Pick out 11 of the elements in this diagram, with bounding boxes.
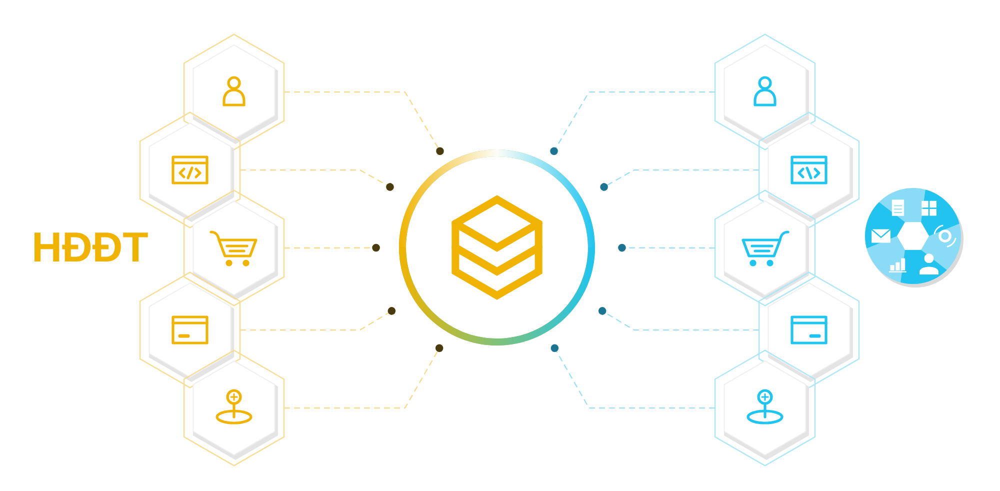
dashed-connector — [550, 91, 716, 156]
dashed-connector — [284, 344, 444, 409]
heading-text: HĐĐT — [34, 232, 148, 262]
dashed-connector — [550, 344, 716, 409]
dashed-connector — [618, 244, 716, 252]
dashed-connector — [240, 169, 394, 191]
dashed-connector — [240, 307, 396, 331]
dashed-connector — [598, 307, 760, 331]
dashed-connector — [284, 244, 380, 252]
dashed-connector — [600, 169, 760, 191]
dashed-connector — [284, 91, 444, 156]
